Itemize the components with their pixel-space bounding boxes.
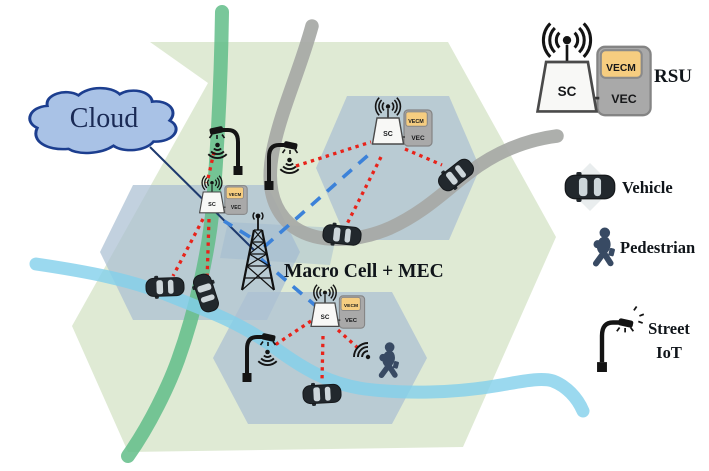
legend-street-iot-label-line2: IoT [656,343,682,362]
vec-label: VEC [231,205,242,211]
road-green [121,5,229,463]
vehicle-3 [145,274,185,300]
legend-street-iot-label-line1: Street [648,319,690,338]
legend-rsu-label: RSU [654,66,692,87]
sc-label: SC [558,84,577,99]
legend-vehicle-label: Vehicle [622,178,673,197]
vecm-label: VECM [344,303,358,309]
vecm-label: VECM [606,63,636,74]
cloud-label: Cloud [70,103,138,134]
cloud [28,86,178,155]
sc-label: SC [383,131,393,138]
sc-label: SC [208,202,216,208]
wireless-access-links [171,140,443,382]
legend-pedestrian-icon [591,227,616,268]
vec-label: VEC [611,92,637,106]
legend-vehicle-icon [564,162,616,212]
antenna-icon [541,21,593,64]
macro-to-small-cell-links [223,148,376,309]
vec-label: VEC [345,318,358,324]
legend-street-iot-icon [597,306,645,372]
vecm-label: VECM [229,192,242,197]
vecm-label: VECM [408,119,424,125]
vec-label: VEC [411,135,425,142]
macro-cell-label: Macro Cell + MEC [284,261,444,282]
legend-pedestrian-label: Pedestrian [620,238,695,257]
sc-label: SC [321,314,330,321]
